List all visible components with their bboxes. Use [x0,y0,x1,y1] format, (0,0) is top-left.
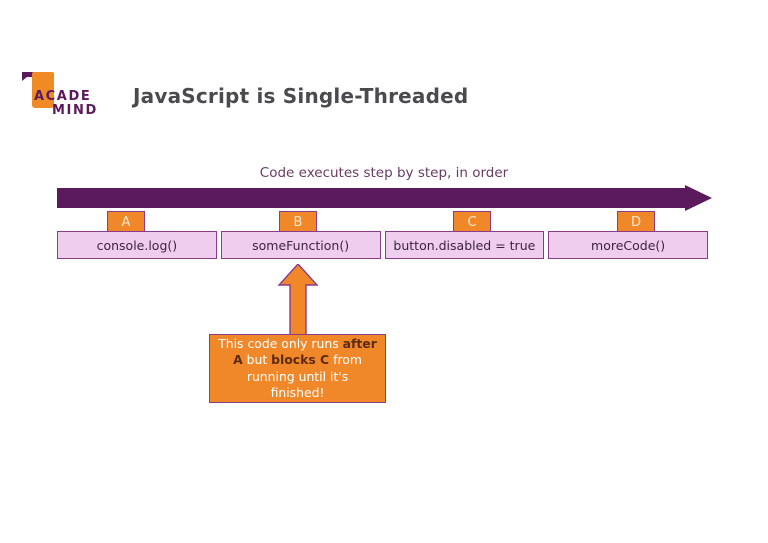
logo-flag-icon [22,72,33,81]
academind-logo: ACADE MIND [22,70,118,122]
page-title: JavaScript is Single-Threaded [133,84,469,108]
logo-line-mind: MIND [52,102,98,118]
step-badge-a: A [107,211,145,234]
step-box-d: moreCode() [548,231,708,259]
diagram-subtitle: Code executes step by step, in order [259,165,509,181]
callout-text: This code only runs after A but blocks C… [218,335,377,400]
step-box-c: button.disabled = true [384,231,545,259]
logo-line-acade: ACADE [34,89,92,104]
execution-steps-row: console.log() someFunction() button.disa… [57,231,708,259]
execution-order-arrow [57,185,712,211]
step-box-a: console.log() [57,231,217,259]
callout-box: This code only runs after A but blocks C… [209,334,386,403]
logo-mark-icon [32,72,54,108]
callout-pointer-arrow-icon [276,262,320,337]
logo-wordmark: ACADE MIND [28,90,118,117]
step-box-b: someFunction() [220,231,381,259]
